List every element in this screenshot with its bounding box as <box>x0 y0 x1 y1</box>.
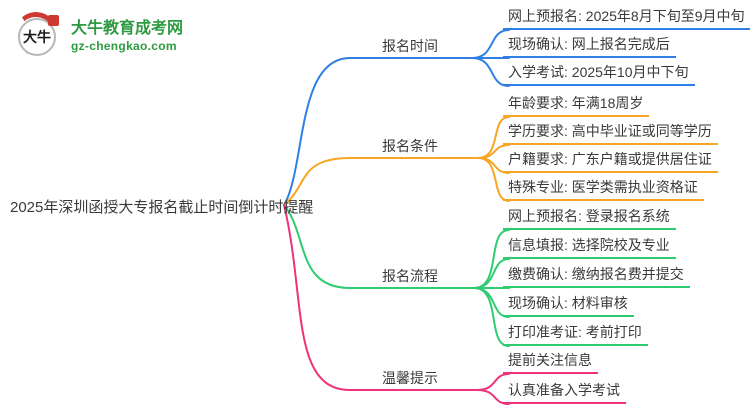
leaf-node: 户籍要求: 广东户籍或提供居住证 <box>503 150 718 173</box>
branch-time-lines <box>283 29 510 206</box>
site-logo[interactable]: 大牛 大牛教育成考网 gz-chengkao.com <box>12 9 183 63</box>
leaf-node: 网上预报名: 登录报名系统 <box>503 207 676 230</box>
logo-text: 大牛教育成考网 gz-chengkao.com <box>71 19 183 54</box>
central-topic: 2025年深圳函授大专报名截止时间倒计时提醒 <box>10 199 314 216</box>
leaf-node: 现场确认: 网上报名完成后 <box>503 35 676 58</box>
leaf-node: 年龄要求: 年满18周岁 <box>503 94 650 117</box>
branch-label-tips: 温馨提示 <box>382 370 438 386</box>
leaf-node: 特殊专业: 医学类需执业资格证 <box>503 178 704 201</box>
branch-label-process: 报名流程 <box>382 268 438 284</box>
leaf-node: 学历要求: 高中毕业证或同等学历 <box>503 122 718 145</box>
leaf-node: 提前关注信息 <box>503 351 598 374</box>
leaf-node: 认真准备入学考试 <box>503 381 626 404</box>
branch-label-time: 报名时间 <box>382 38 438 54</box>
leaf-node: 信息填报: 选择院校及专业 <box>503 236 676 259</box>
branch-conditions-lines <box>283 116 510 206</box>
logo-seal-icon <box>48 15 59 26</box>
site-domain: gz-chengkao.com <box>71 38 177 53</box>
leaf-node: 网上预报名: 2025年8月下旬至9月中旬 <box>503 7 750 30</box>
leaf-node: 入学考试: 2025年10月中下旬 <box>503 63 695 86</box>
branch-label-conditions: 报名条件 <box>382 138 438 154</box>
logo-icon: 大牛 <box>12 9 62 63</box>
site-name: 大牛教育成考网 <box>71 19 184 37</box>
leaf-node: 打印准考证: 考前打印 <box>503 323 648 346</box>
leaf-node: 缴费确认: 缴纳报名费并提交 <box>503 265 690 288</box>
leaf-node: 现场确认: 材料审核 <box>503 294 634 317</box>
